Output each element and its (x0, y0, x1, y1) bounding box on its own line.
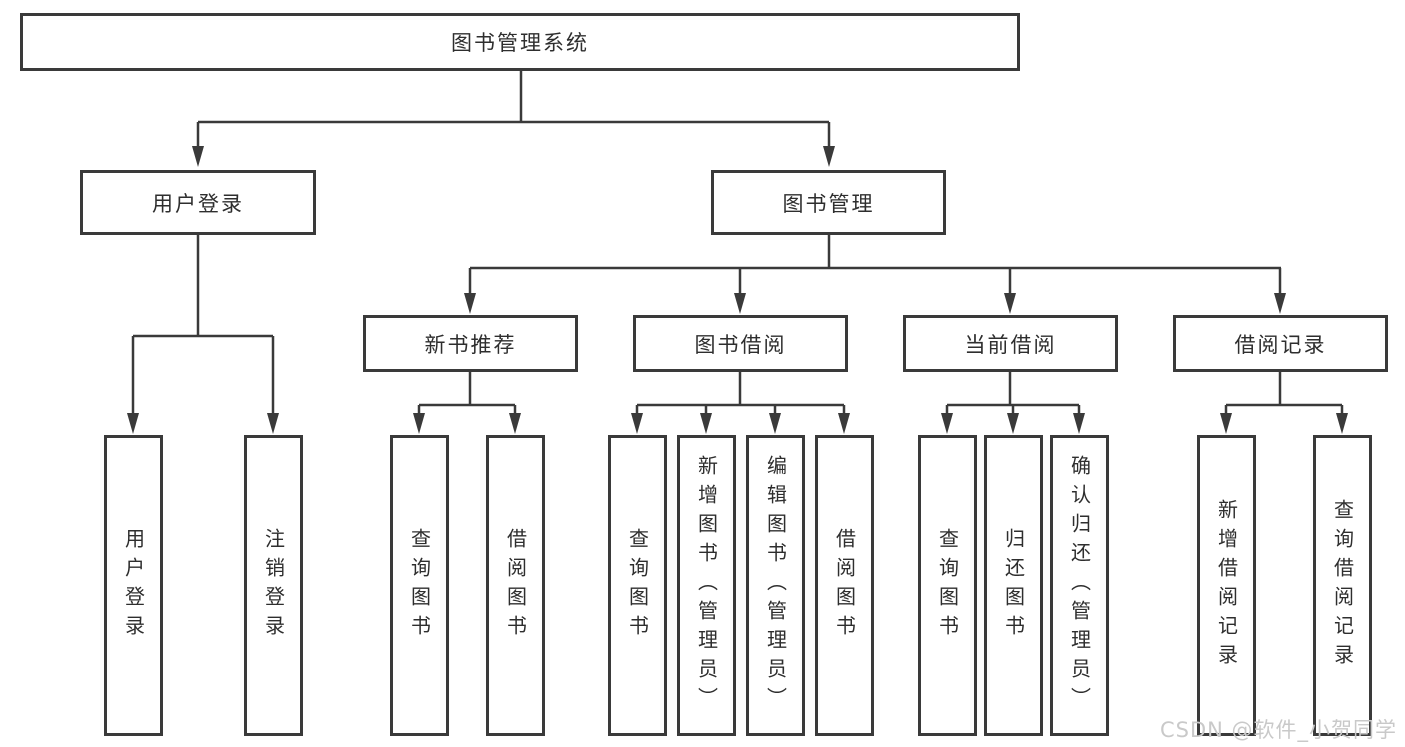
node-label: 用户登录 (121, 527, 146, 644)
leaf-user-login: 用户登录 (104, 435, 163, 736)
node-label: 确认归还（管理员） (1067, 455, 1092, 716)
leaf-borrow-books: 借阅图书 (815, 435, 874, 736)
tree-edges (131, 70, 1344, 416)
node-label: 查询图书 (407, 527, 432, 644)
node-new-book-recommendation: 新书推荐 (363, 315, 578, 372)
node-label: 注销登录 (261, 527, 286, 644)
node-label: 新增借阅记录 (1214, 498, 1239, 673)
leaf-return-books: 归还图书 (984, 435, 1043, 736)
node-library-management-system: 图书管理系统 (20, 13, 1020, 71)
node-label: 图书借阅 (694, 332, 787, 357)
node-label: 借阅图书 (503, 527, 528, 644)
leaf-query-borrow-record: 查询借阅记录 (1313, 435, 1372, 736)
leaf-query-books-borrowing: 查询图书 (608, 435, 667, 736)
node-label: 查询借阅记录 (1330, 498, 1355, 673)
node-label: 借阅图书 (832, 527, 857, 644)
leaf-logout: 注销登录 (244, 435, 303, 736)
node-book-borrowing: 图书借阅 (633, 315, 848, 372)
leaf-query-books-current: 查询图书 (918, 435, 977, 736)
leaf-edit-books-admin: 编辑图书（管理员） (746, 435, 805, 736)
leaf-add-books-admin: 新增图书（管理员） (677, 435, 736, 736)
node-label: 编辑图书（管理员） (763, 455, 788, 716)
node-label: 用户登录 (152, 191, 244, 216)
node-label: 当前借阅 (964, 332, 1057, 357)
leaf-borrow-books-recommend: 借阅图书 (486, 435, 545, 736)
csdn-watermark: CSDN @软件_小贺同学 (1160, 718, 1398, 742)
leaf-add-borrow-record: 新增借阅记录 (1197, 435, 1256, 736)
node-label: 归还图书 (1001, 527, 1026, 644)
node-borrowing-records: 借阅记录 (1173, 315, 1388, 372)
leaf-query-books-recommend: 查询图书 (390, 435, 449, 736)
node-label: 查询图书 (935, 527, 960, 644)
node-label: 借阅记录 (1234, 332, 1327, 357)
node-current-borrowing: 当前借阅 (903, 315, 1118, 372)
node-user-login: 用户登录 (80, 170, 316, 235)
node-label: 图书管理系统 (451, 31, 589, 55)
node-book-management: 图书管理 (711, 170, 946, 235)
node-label: 新增图书（管理员） (694, 455, 719, 716)
leaf-confirm-return-admin: 确认归还（管理员） (1050, 435, 1109, 736)
node-label: 图书管理 (782, 191, 875, 216)
node-label: 新书推荐 (424, 332, 517, 357)
node-label: 查询图书 (625, 527, 650, 644)
